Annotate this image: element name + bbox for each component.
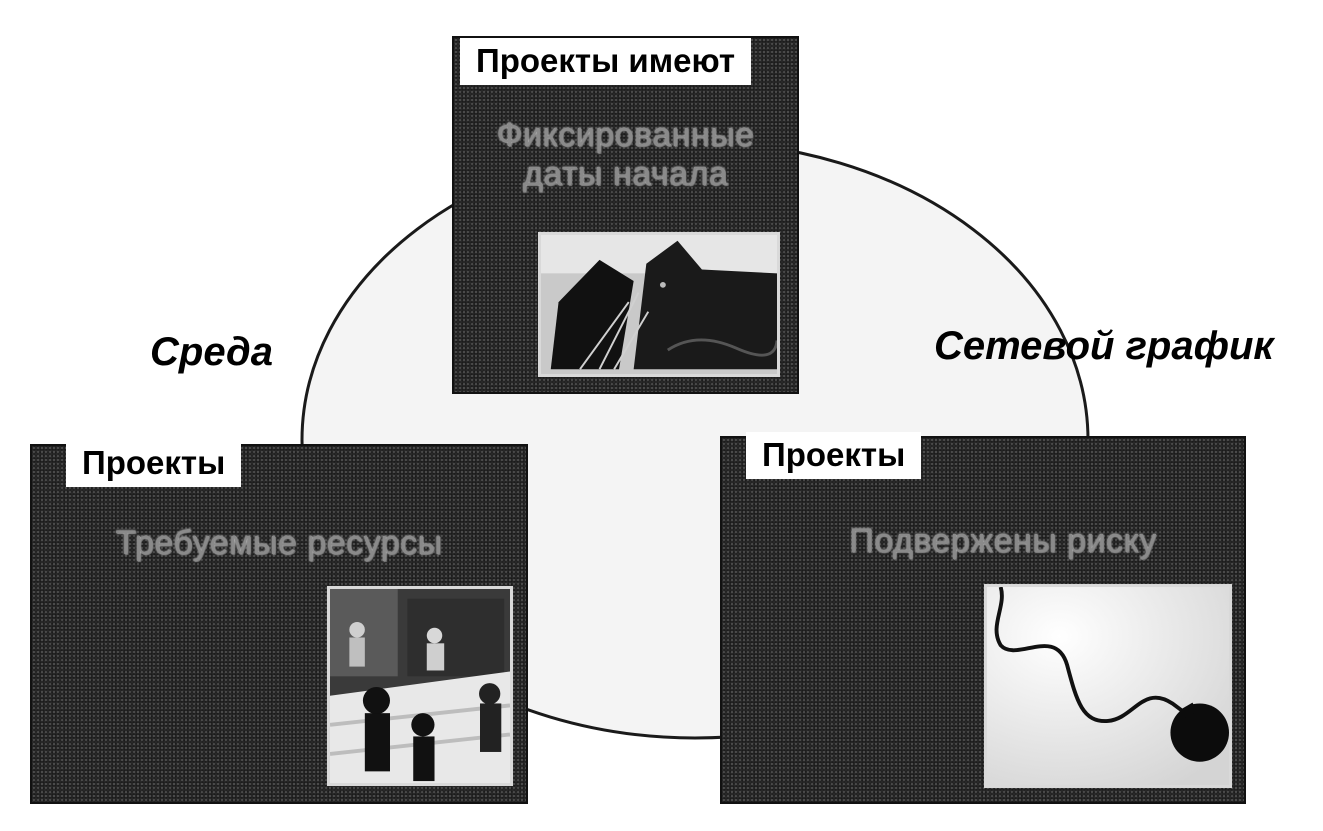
label-network-schedule: Сетевой график <box>934 324 1274 368</box>
card-required-resources: Проекты Требуемые ресурсы <box>30 440 528 804</box>
card-title: Требуемые ресурсы <box>115 524 443 562</box>
bomb-image <box>984 584 1232 788</box>
card-title: Фиксированные даты начала <box>454 116 797 194</box>
card-tab-label: Проекты <box>66 440 242 487</box>
card-subject-to-risk: Проекты Подвержены риску <box>720 432 1246 804</box>
card-tab-label: Проекты <box>746 432 922 479</box>
label-environment: Среда <box>150 330 274 374</box>
card-title-line: Фиксированные <box>496 116 755 154</box>
card-title: Подвержены риску <box>849 522 1157 560</box>
card-tab-label: Проекты имеют <box>460 38 751 85</box>
people-image <box>327 586 513 786</box>
mountain-climbers-image <box>538 232 780 377</box>
card-projects-have: Проекты имеют Фиксированные даты начала <box>452 36 799 394</box>
card-title-line: даты начала <box>522 155 729 194</box>
